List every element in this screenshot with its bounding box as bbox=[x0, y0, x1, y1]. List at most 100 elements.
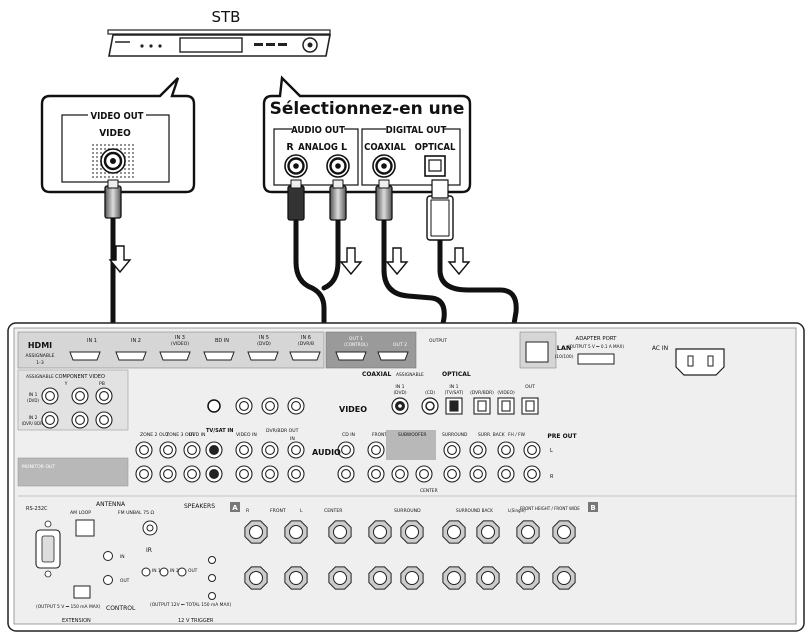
rca-jack-center bbox=[371, 445, 381, 455]
direction-arrows bbox=[108, 245, 471, 276]
video-out-group-label: VIDEO OUT bbox=[90, 111, 143, 122]
extension-note: (OUTPUT 5 V ⎓ 150 mA MAX) bbox=[36, 604, 101, 610]
rca-jack-center bbox=[99, 415, 109, 425]
video-jack-label: VIDEO bbox=[99, 128, 131, 139]
spk-fh-fw-label: FRONT HEIGHT / FRONT WIDE bbox=[520, 506, 580, 511]
rca-jack-center bbox=[75, 415, 85, 425]
output-note: OUTPUT bbox=[429, 338, 447, 344]
rca-jack-center bbox=[265, 445, 275, 455]
hdmi-label: HDMI bbox=[28, 341, 52, 350]
control-label: CONTROL bbox=[106, 605, 136, 612]
comp-in2-sub: (DVR/ BDR) bbox=[22, 421, 45, 426]
video-row-label: VIDEO bbox=[339, 405, 367, 414]
rca-jack-center bbox=[291, 469, 301, 479]
speaker-terminal-center bbox=[557, 571, 571, 585]
rca-jack-center bbox=[395, 469, 405, 479]
pre-surr-back-label: SURR. BACK bbox=[478, 432, 505, 438]
am-loop-label: AM LOOP bbox=[70, 510, 91, 516]
zone3-out-label: ZONE 3 OUT bbox=[166, 432, 195, 438]
component-assignable-label: ASSIGNABLE bbox=[26, 374, 54, 380]
pre-front-label: FRONT bbox=[372, 432, 387, 438]
pre-surround-label: SURROUND bbox=[442, 432, 468, 438]
speaker-terminal-center bbox=[373, 571, 387, 585]
stb-video-jack bbox=[100, 148, 126, 174]
spk-single-label: L(Single) bbox=[508, 508, 526, 513]
speaker-terminal-center bbox=[405, 571, 419, 585]
stb-optical-jack bbox=[424, 155, 446, 177]
hdmi-in3-label: IN 3 bbox=[175, 335, 185, 341]
rca-jack-center bbox=[473, 445, 483, 455]
hdmi-in1-label: IN 1 bbox=[87, 338, 97, 344]
speaker-terminal-center bbox=[333, 525, 347, 539]
receiver-coaxial-in1-jack bbox=[391, 397, 409, 415]
rca-jack-center bbox=[501, 469, 511, 479]
audio-row-label: AUDIO bbox=[312, 448, 341, 457]
ir-out-label: OUT bbox=[188, 568, 198, 574]
ir-in1-label: IN 1 bbox=[152, 568, 161, 574]
rca-jack-center bbox=[99, 391, 109, 401]
comp-in2-label: IN 2 bbox=[29, 415, 38, 421]
rca-jack-center bbox=[527, 445, 537, 455]
rca-jack-center bbox=[341, 445, 351, 455]
ir-label: IR bbox=[146, 547, 152, 554]
hdmi-assignable-nums: 1-3 bbox=[36, 360, 44, 366]
adapter-port bbox=[577, 353, 615, 365]
dvrbdr-out-label: DVR/BDR OUT bbox=[266, 428, 299, 434]
component-video-label: COMPONENT VIDEO bbox=[55, 374, 105, 380]
rca-jack-center bbox=[45, 391, 55, 401]
opt-in3-label: (VIDEO) bbox=[497, 390, 515, 396]
dvrbdr-in-label: IN bbox=[290, 436, 295, 442]
pre-center-label: CENTER bbox=[420, 488, 438, 494]
rca-jack-center bbox=[187, 469, 197, 479]
rca-jack-center bbox=[45, 415, 55, 425]
video-out-callout: VIDEO OUT VIDEO bbox=[40, 77, 196, 194]
audio-out-callout: Sélectionnez-en une AUDIO OUT DIGITAL OU… bbox=[262, 75, 472, 194]
rca-jack-center bbox=[291, 401, 301, 411]
speaker-terminal-center bbox=[481, 571, 495, 585]
receiver-back-panel: HDMI ASSIGNABLE 1-3 IN 1 IN 2 IN 3 (VIDE… bbox=[7, 322, 805, 632]
coax-in2-label: (CD) bbox=[425, 390, 435, 396]
antenna-label: ANTENNA bbox=[96, 501, 126, 508]
lan-port bbox=[525, 341, 549, 363]
rca-jack-center bbox=[163, 445, 173, 455]
optical-label: OPTICAL bbox=[415, 142, 456, 153]
rca-jack-center bbox=[447, 469, 457, 479]
component-pb-label: PB bbox=[99, 381, 105, 387]
opt-in2-label: (DVR/BDR) bbox=[470, 390, 494, 396]
lan-label: LAN bbox=[557, 344, 572, 352]
extension-port bbox=[73, 585, 91, 599]
speaker-terminal-center bbox=[333, 571, 347, 585]
opt-out-label: OUT bbox=[525, 384, 535, 390]
hdmi-bd-in-label: BD IN bbox=[215, 338, 229, 344]
analog-l-label: L bbox=[341, 142, 347, 153]
adapter-note: (OUTPUT 5 V ⎓ 0.1 A MAX) bbox=[568, 344, 624, 349]
rca-jack-center bbox=[209, 469, 219, 479]
rca-jack-center bbox=[473, 469, 483, 479]
pre-fh-fw-label: FH / FW bbox=[508, 432, 526, 438]
rs232c-label: RS-232C bbox=[26, 506, 48, 512]
speaker-terminal-center bbox=[521, 571, 535, 585]
rca-jack-center bbox=[447, 445, 457, 455]
opt-in1-sub: (TV/SAT) bbox=[445, 390, 464, 396]
control-out-label: OUT bbox=[120, 578, 130, 584]
comp-in1-sub: (DVD) bbox=[27, 398, 39, 403]
hdmi-ports bbox=[69, 351, 321, 361]
antenna-terminals bbox=[75, 519, 158, 537]
stb-coaxial-jack bbox=[372, 154, 396, 178]
hdmi-out2-label: OUT 2 bbox=[393, 342, 407, 348]
speaker-terminal-center bbox=[249, 571, 263, 585]
hdmi-in5-label: IN 5 bbox=[259, 335, 269, 341]
rca-jack-center bbox=[187, 445, 197, 455]
speakers-label: SPEAKERS bbox=[184, 503, 215, 510]
hdmi-out2-port bbox=[377, 351, 409, 361]
coax-in1-label: IN 1 bbox=[395, 384, 404, 390]
optical-section-label: OPTICAL bbox=[442, 371, 471, 378]
rca-jack-center bbox=[341, 469, 351, 479]
ac-inlet bbox=[675, 348, 725, 376]
selection-banner: Sélectionnez-en une bbox=[270, 99, 465, 119]
rca-jack-center bbox=[371, 469, 381, 479]
fm-unbal-label: FM UNBAL 75 Ω bbox=[118, 510, 154, 516]
speaker-terminal-center bbox=[481, 525, 495, 539]
monitor-out-label: MONITOR OUT bbox=[22, 464, 55, 470]
